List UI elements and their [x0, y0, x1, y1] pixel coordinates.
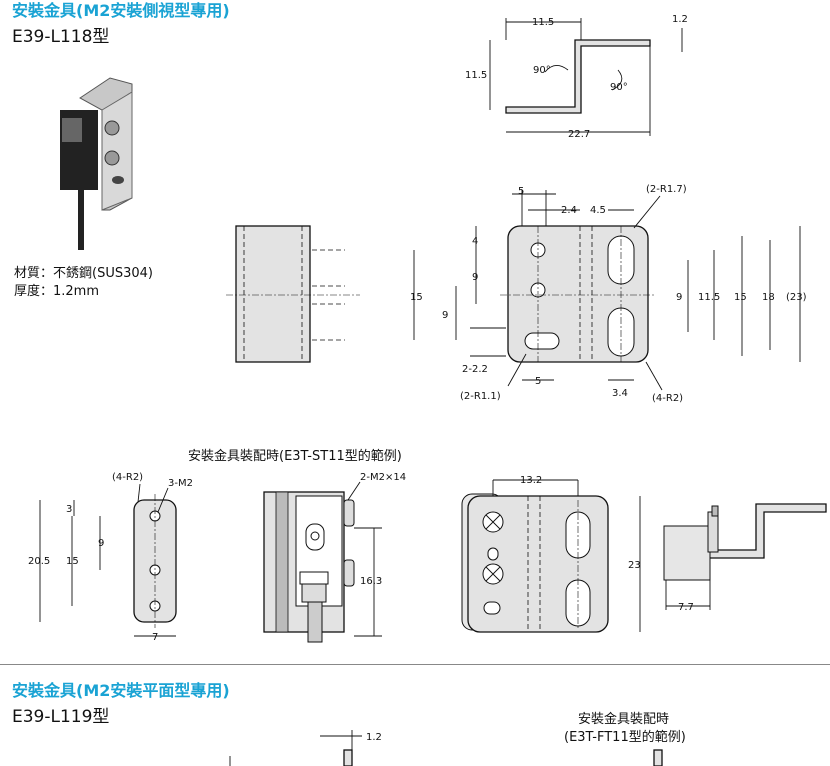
dim-side-22-7: 22.7 [568, 129, 590, 140]
dim-plate-5: 5 [518, 186, 524, 197]
bracket-photo [60, 77, 133, 250]
dim-side-1-2: 1.2 [672, 14, 688, 25]
dim-ex-2m2x14: 2-M2×14 [360, 472, 406, 483]
section1-title: 安裝金具(M2安裝側視型專用) [12, 1, 230, 20]
assembly-right-view: 7.7 [663, 503, 827, 613]
dim-plate-r18: 18 [762, 292, 775, 303]
dim-side-90b: 90° [610, 82, 628, 93]
dim-plate-2r11: (2-R1.1) [460, 391, 501, 402]
dim-side-90a: 90° [533, 65, 551, 76]
plate-view: 5 2.4 4.5 (2-R1.7) 4 9 15 9 2-2.2 (2-R1.… [410, 184, 807, 404]
dim-plate-9a: 9 [472, 272, 478, 283]
dim-ex-9: 9 [98, 538, 104, 549]
dim-ex-15: 15 [66, 556, 79, 567]
section2-drawings: 1.2 [229, 730, 663, 766]
assembly-side-view: 16.3 2-M2×14 [263, 472, 406, 643]
dim-plate-3-4: 3.4 [612, 388, 628, 399]
dim-side-11-5-left: 11.5 [465, 70, 487, 81]
section2-model: E39-L119型 [12, 707, 110, 727]
dim-ex-4r2: (4-R2) [112, 472, 143, 483]
section2-caption-line2: (E3T-FT11型的範例) [564, 730, 686, 745]
material-text: 材質：不銹鋼(SUS304) [14, 266, 153, 281]
dim-ex-3m2: 3-M2 [168, 478, 193, 489]
dim-side-11-5-top: 11.5 [532, 17, 554, 28]
bracket-drawings: 11.5 1.2 11.5 90° 90° 22.7 [226, 14, 807, 404]
dim-plate-r15: 15 [734, 292, 747, 303]
dim-plate-2-4: 2.4 [561, 205, 577, 216]
dim-plate-r9: 9 [676, 292, 682, 303]
dim-plate-4-5: 4.5 [590, 205, 606, 216]
dim-ex-23: 23 [628, 560, 641, 571]
mounting-example-drawings: (4-R2) 3-M2 3 9 20.5 15 7 16.3 2-M2×14 [28, 472, 827, 643]
dim-plate-2-2-2: 2-2.2 [462, 364, 488, 375]
dim-ex-16-3: 16.3 [360, 576, 382, 587]
section1-model: E39-L118型 [12, 27, 110, 47]
example-caption: 安裝金具裝配時(E3T-ST11型的範例) [188, 449, 402, 464]
dim-plate-15: 15 [410, 292, 423, 303]
dim-plate-4: 4 [472, 236, 478, 247]
assembly-front-view: 13.2 23 [461, 475, 641, 633]
dim-ex-20-5: 20.5 [28, 556, 50, 567]
dim-plate-r11-5: 11.5 [698, 292, 720, 303]
thickness-text: 厚度：1.2mm [14, 284, 100, 299]
side-view: 11.5 1.2 11.5 90° 90° 22.7 [465, 14, 688, 140]
section-divider [0, 664, 830, 665]
dim-plate-5b: 5 [535, 376, 541, 387]
dim-ex-7: 7 [152, 632, 158, 643]
dim-ex-7-7: 7.7 [678, 602, 694, 613]
dim-ex-13-2: 13.2 [520, 475, 542, 486]
dim-plate-4r2: (4-R2) [652, 393, 683, 404]
section2-title: 安裝金具(M2安裝平面型專用) [12, 681, 230, 700]
end-view [226, 225, 360, 363]
dim-s2-1-2: 1.2 [366, 732, 382, 743]
dim-plate-9b: 9 [442, 310, 448, 321]
dim-ex-3: 3 [66, 504, 72, 515]
dim-plate-2r17: (2-R1.7) [646, 184, 687, 195]
sensor-front-view: (4-R2) 3-M2 3 9 20.5 15 7 [28, 472, 193, 643]
dim-plate-r23: (23) [786, 292, 807, 303]
section2-caption-line1: 安裝金具裝配時 [578, 712, 670, 727]
